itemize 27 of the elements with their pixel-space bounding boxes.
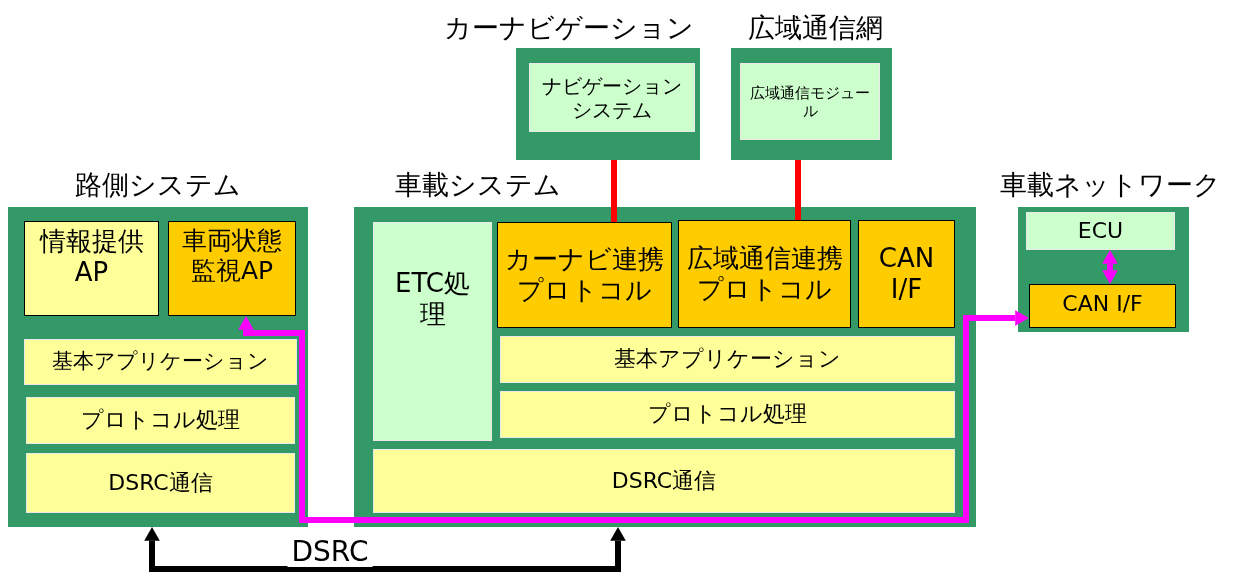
layer-box: 基本アプリケーション <box>500 336 955 383</box>
layer-box: プロトコル処理 <box>500 391 955 438</box>
layer-box: 基本アプリケーション <box>24 339 297 385</box>
panel-heading: カーナビゲーション <box>444 11 694 45</box>
connector-line <box>795 160 801 220</box>
panel-heading: 広域通信網 <box>747 11 883 45</box>
connector-line <box>611 160 617 222</box>
module-box: CAN I/F <box>858 220 955 328</box>
layer-box: 情報提供AP <box>24 221 159 316</box>
module-box: CAN I/F <box>1029 284 1176 328</box>
arrow <box>1102 250 1118 284</box>
edge-label: DSRC <box>287 537 373 567</box>
layer-box: プロトコル処理 <box>26 397 295 444</box>
layer-box: ナビゲーションシステム <box>529 63 695 132</box>
layer-box: ETC処理 <box>373 222 492 441</box>
arrow <box>144 527 626 572</box>
arrow <box>238 310 1029 523</box>
layer-box: DSRC通信 <box>26 453 295 513</box>
panel-heading: 車載システム <box>395 168 561 202</box>
module-box: カーナビ連携プロトコル <box>497 222 672 328</box>
layer-box: 広域通信モジュール <box>740 63 880 140</box>
layer-box: DSRC通信 <box>373 449 955 513</box>
module-box: 広域通信連携プロトコル <box>678 220 851 328</box>
module-box: 車両状態監視AP <box>168 221 296 316</box>
panel-heading: 路側システム <box>75 168 241 202</box>
panel-heading: 車載ネットワーク <box>999 168 1221 202</box>
layer-box: ECU <box>1026 212 1175 250</box>
